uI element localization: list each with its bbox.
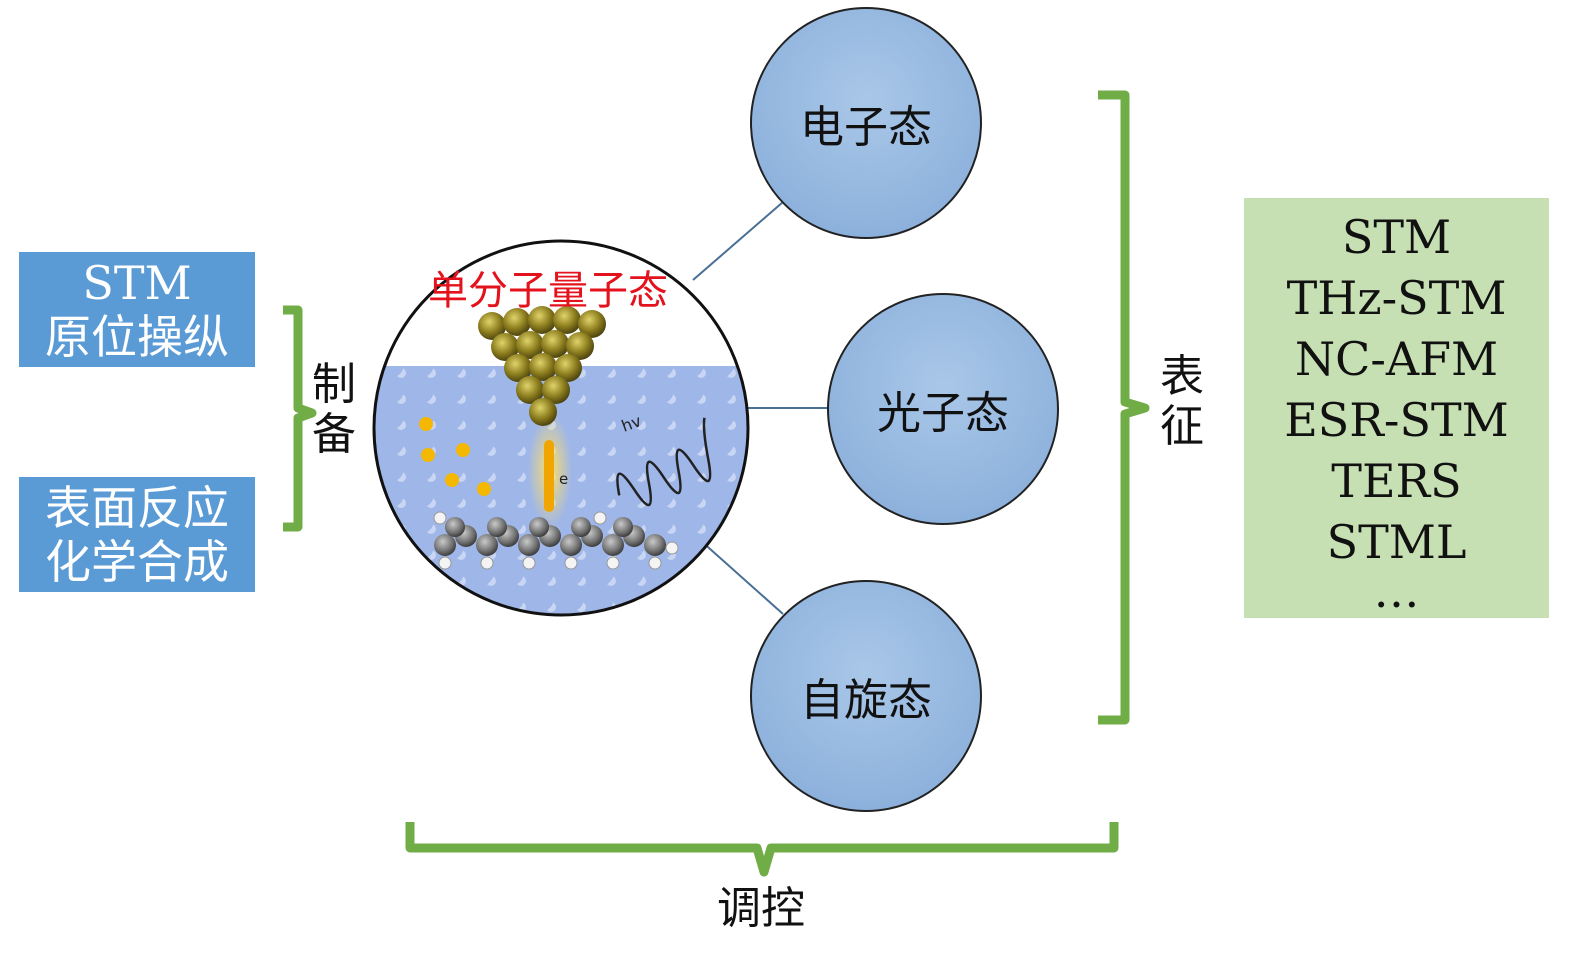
prep-label: 制 备 — [312, 360, 356, 460]
char-label-char: 征 — [1160, 401, 1204, 452]
prep-label-char: 制 — [312, 359, 356, 410]
prep-brace — [283, 305, 317, 532]
electron-dot — [445, 473, 459, 487]
state-label: 自旋态 — [800, 675, 932, 726]
tunneling-current-icon — [544, 440, 554, 512]
electron-dot — [456, 443, 470, 457]
prep-method-stm-manipulation: STM 原位操纵 — [19, 252, 255, 367]
technique-item: TERS — [1331, 454, 1462, 508]
char-label-char: 表 — [1160, 351, 1204, 402]
technique-item: … — [1373, 564, 1420, 618]
prep-method-line: 表面反应 — [45, 480, 229, 535]
prep-method-surface-synthesis: 表面反应 化学合成 — [19, 477, 255, 592]
molecule-icon — [433, 511, 679, 570]
control-label: 调控 — [717, 883, 805, 934]
state-label: 电子态 — [800, 102, 932, 153]
prep-method-line: 化学合成 — [45, 534, 229, 589]
technique-item: STM — [1341, 210, 1452, 264]
connector-electron — [692, 201, 784, 281]
photon-wave-icon — [616, 417, 712, 507]
electron-dot — [419, 417, 433, 431]
center-title: 单分子量子态 — [428, 268, 668, 314]
char-label: 表 征 — [1160, 352, 1204, 452]
technique-item: ESR-STM — [1284, 393, 1509, 447]
prep-label-char: 备 — [312, 409, 356, 460]
state-spin: 自旋态 — [750, 580, 982, 812]
char-brace — [1098, 90, 1150, 725]
prep-method-line: STM — [82, 255, 192, 310]
control-brace — [405, 822, 1119, 877]
technique-item: THz-STM — [1286, 271, 1507, 325]
electron-dot — [477, 482, 491, 496]
state-electronic: 电子态 — [750, 7, 982, 239]
stm-tip-icon — [478, 306, 606, 426]
state-label: 光子态 — [877, 388, 1009, 439]
technique-item: STML — [1326, 515, 1467, 569]
prep-method-line: 原位操纵 — [45, 309, 229, 364]
state-photonic: 光子态 — [827, 293, 1059, 525]
electron-dot — [421, 448, 435, 462]
technique-item: NC-AFM — [1294, 332, 1499, 386]
electron-symbol: e — [559, 470, 568, 488]
characterization-techniques: STM THz-STM NC-AFM ESR-STM TERS STML … — [1244, 198, 1549, 618]
connector-spin — [699, 539, 784, 615]
